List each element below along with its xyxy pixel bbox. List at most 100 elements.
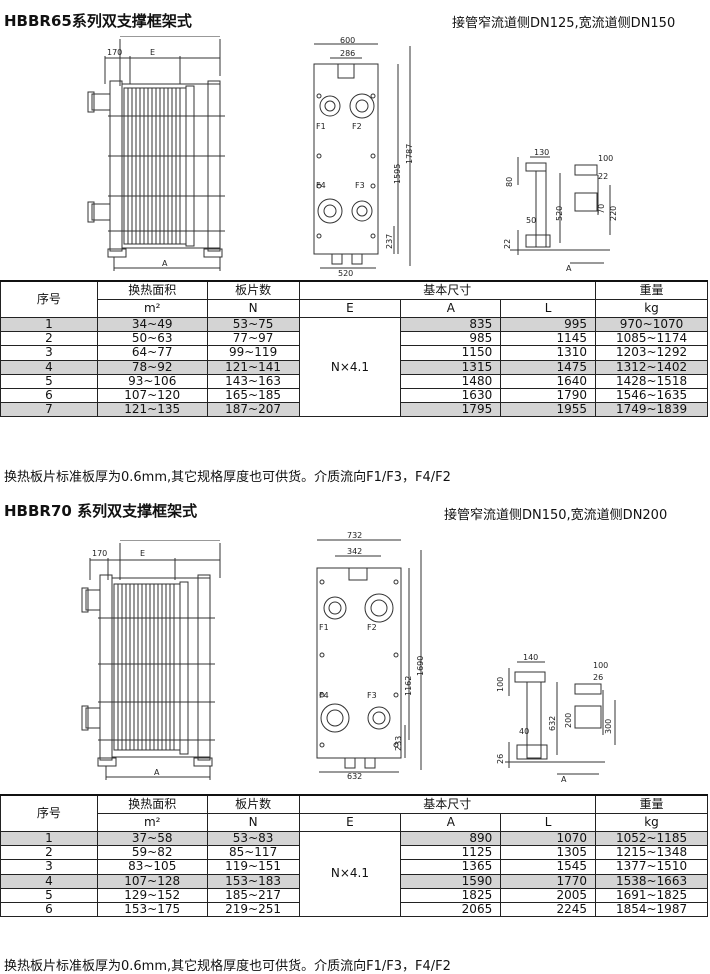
area-unit: m²	[96, 813, 208, 832]
cell-weight: 970~1070	[595, 316, 708, 333]
cell-weight: 1749~1839	[595, 402, 708, 418]
port-F2-label: F2	[352, 122, 362, 131]
port-F3-label: F3	[355, 181, 365, 190]
dim-40-label: 40	[519, 727, 529, 736]
dim-600-label: 600	[340, 36, 355, 45]
col-header-weight: 重量	[595, 794, 708, 814]
dim-22b-label: 22	[503, 239, 512, 249]
cell-A: 835	[400, 316, 502, 333]
port-F1-label: F1	[319, 623, 329, 632]
dim-100v-label: 100	[496, 677, 505, 692]
cell-plates: 119~151	[206, 859, 300, 875]
dim-220-label: 220	[609, 206, 618, 221]
cell-A: 1590	[400, 873, 502, 889]
cell-area: 64~77	[96, 345, 208, 361]
cell-area: 93~106	[96, 373, 208, 389]
cell-A: 1630	[400, 387, 502, 404]
dim-26b-label: 26	[496, 754, 505, 764]
cell-plates: 85~117	[206, 845, 300, 861]
table-row: 1 34~49 53~75 N×4.1 835 995 970~1070	[0, 316, 708, 418]
cell-area: 34~49	[96, 316, 208, 333]
dim-632-label: 632	[347, 772, 362, 780]
cell-area: 129~152	[96, 887, 208, 903]
cell-no: 1	[0, 830, 98, 847]
col-header-A: A	[400, 299, 502, 318]
cell-weight: 1428~1518	[595, 373, 708, 389]
cell-L: 2245	[500, 901, 597, 918]
dim-200-label: 200	[564, 713, 573, 728]
port-F4-label: F4	[316, 181, 326, 190]
side-view-drawing: L 170 E A	[81, 540, 221, 780]
cell-L: 1545	[500, 859, 597, 875]
table-row: 7 121~135 187~207 1795 1955 1749~1839	[0, 402, 708, 418]
table-row: 6 153~175 219~251 2065 2245 1854~1987	[0, 901, 708, 918]
plates-unit: N	[206, 299, 300, 318]
cell-no: 7	[0, 402, 98, 418]
section2-note: 换热板片标准板厚为0.6mm,其它规格厚度也可供货。介质流向F1/F3，F4/F…	[4, 959, 451, 974]
table-row: 6 107~120 165~185 1630 1790 1546~1635	[0, 387, 708, 404]
dim-E-label: E	[150, 48, 155, 57]
col-header-dims: 基本尺寸	[298, 794, 597, 814]
table-row: 2 50~63 77~97 985 1145 1085~1174	[0, 331, 708, 347]
cell-L: 2005	[500, 887, 597, 903]
cell-E: N×4.1	[298, 830, 402, 918]
cell-A: 1825	[400, 887, 502, 903]
dim-520-label: 520	[338, 269, 353, 276]
dim-130-label: 130	[534, 148, 549, 157]
dim-237-label: 237	[385, 234, 394, 249]
side-view-drawing: L 170 E A	[87, 36, 225, 271]
cell-no: 2	[0, 331, 98, 347]
port-F3-label: F3	[367, 691, 377, 700]
col-header-plates: 板片数	[206, 794, 300, 814]
front-view-drawing: 600 286 F1 F2 F4 F3 1595 1787 237 520	[313, 36, 414, 276]
dim-50-label: 50	[526, 216, 536, 225]
cell-no: 5	[0, 887, 98, 903]
cell-plates: 99~119	[206, 345, 300, 361]
cell-area: 107~128	[96, 873, 208, 889]
table-row: 5 129~152 185~217 1825 2005 1691~1825	[0, 887, 708, 903]
dim-632-foot-label: 632	[548, 716, 557, 731]
dim-286-label: 286	[340, 49, 355, 58]
weight-label: 重量	[639, 282, 664, 297]
cell-weight: 1538~1663	[595, 873, 708, 889]
cell-L: 1770	[500, 873, 597, 889]
col-header-A: A	[400, 813, 502, 832]
cell-weight: 1854~1987	[595, 901, 708, 918]
weight-label: 重量	[639, 796, 664, 811]
cell-no: 6	[0, 901, 98, 918]
cell-A: 890	[400, 830, 502, 847]
section2-subtitle: 接管窄流道侧DN150,宽流道侧DN200	[444, 508, 668, 523]
table-row: 3 83~105 119~151 1365 1545 1377~1510	[0, 859, 708, 875]
cell-L: 1145	[500, 331, 597, 347]
cell-L: 1305	[500, 845, 597, 861]
col-header-weight: 重量	[595, 280, 708, 300]
table-row: 3 64~77 99~119 1150 1310 1203~1292	[0, 345, 708, 361]
dim-26a-label: 26	[593, 673, 603, 682]
dim-300-label: 300	[604, 719, 613, 734]
cell-no: 3	[0, 345, 98, 361]
col-header-no: 序号	[0, 794, 98, 832]
cell-no: 4	[0, 873, 98, 889]
col-header-L: L	[500, 813, 597, 832]
dim-70-label: 70	[597, 204, 606, 214]
cell-weight: 1052~1185	[595, 830, 708, 847]
dim-22a-label: 22	[598, 172, 608, 181]
section1-subtitle: 接管窄流道侧DN125,宽流道侧DN150	[452, 16, 676, 31]
cell-area: 59~82	[96, 845, 208, 861]
dim-233-label: 233	[394, 736, 403, 751]
cell-L: 1955	[500, 402, 597, 418]
cell-plates: 165~185	[206, 387, 300, 404]
cell-no: 5	[0, 373, 98, 389]
dim-100-label: 100	[593, 661, 608, 670]
plates-label: 板片数	[235, 796, 272, 811]
spec-table-hbbr70: 序号 换热面积 板片数 基本尺寸 重量 m² N E A L kg 1 37~5…	[0, 794, 708, 918]
dim-1787-label: 1787	[405, 144, 414, 164]
weight-unit: kg	[595, 299, 708, 318]
cell-plates: 121~141	[206, 359, 300, 375]
dim-A-foot-label: A	[561, 775, 567, 784]
cell-plates: 187~207	[206, 402, 300, 418]
area-label: 换热面积	[128, 796, 177, 811]
cell-weight: 1203~1292	[595, 345, 708, 361]
dim-342-label: 342	[347, 547, 362, 556]
cell-plates: 53~83	[206, 830, 300, 847]
